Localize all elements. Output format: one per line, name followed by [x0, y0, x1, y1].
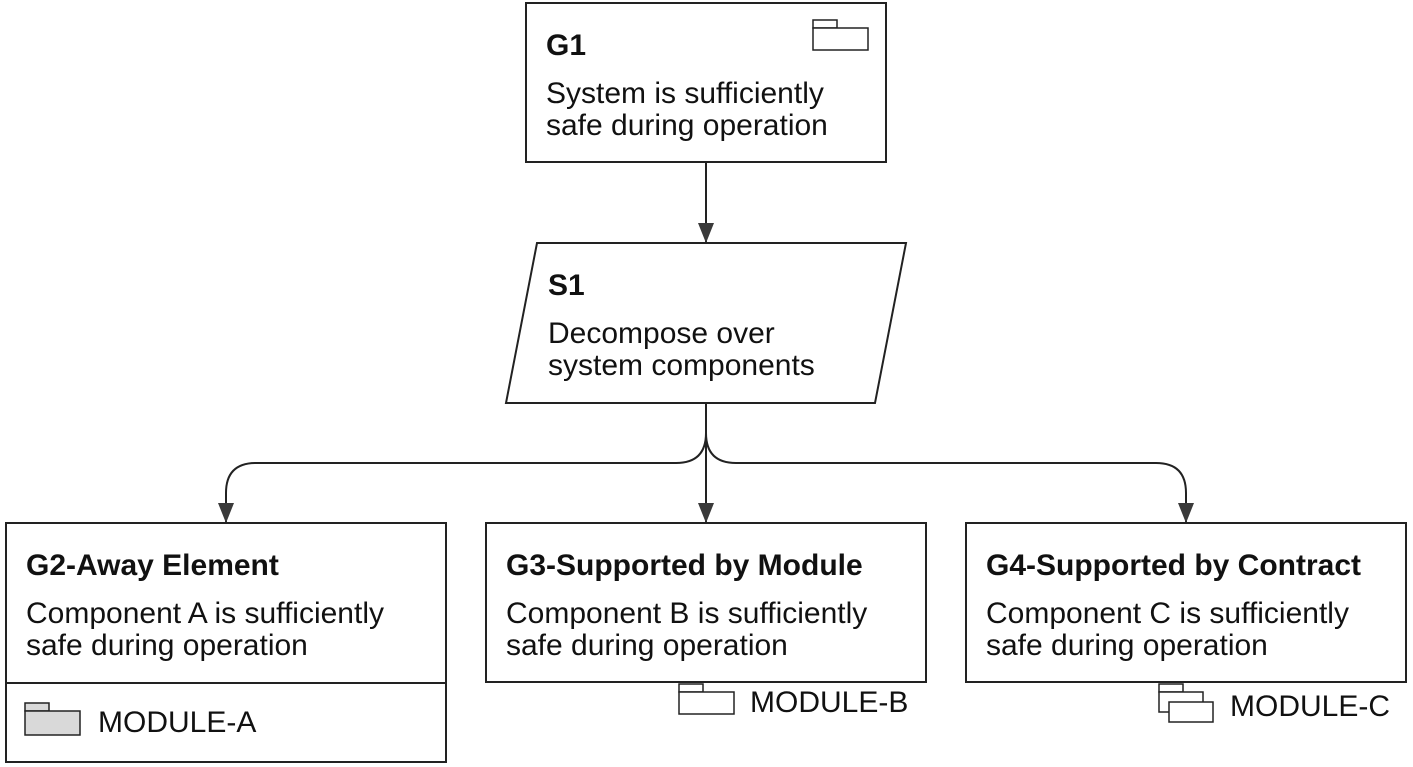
module-c-label: MODULE-C: [1230, 690, 1391, 723]
module-icon: [812, 19, 869, 51]
module-a-label: MODULE-A: [98, 706, 257, 739]
strategy-s1-text-1: Decompose over: [548, 317, 775, 350]
strategy-s1-box: [504, 242, 908, 404]
goal-g4-box: [965, 522, 1407, 683]
module-b-icon: [678, 683, 735, 715]
away-goal-g2-id: G2-Away Element: [26, 549, 279, 582]
goal-g3-text-1: Component B is sufficiently: [506, 597, 868, 630]
goal-g4-text-2: safe during operation: [986, 629, 1268, 662]
goal-g3-box: [485, 522, 927, 683]
goal-g4-id: G4-Supported by Contract: [986, 549, 1362, 582]
connector-s1-g4: [705, 403, 1194, 523]
goal-g3-id: G3-Supported by Module: [506, 549, 863, 582]
connector-s1-g2: [218, 403, 707, 523]
module-a-folder-icon: [24, 702, 81, 736]
away-goal-g2-text-1: Component A is sufficiently: [26, 597, 384, 630]
strategy-s1-id: S1: [548, 269, 585, 302]
module-b-label: MODULE-B: [750, 686, 909, 719]
goal-g1-id: G1: [546, 29, 587, 62]
away-goal-g2-text-2: safe during operation: [26, 629, 308, 662]
goal-g1-text-1: System is sufficiently: [546, 77, 824, 110]
goal-g1-text-2: safe during operation: [546, 109, 828, 142]
strategy-s1-text-2: system components: [548, 349, 815, 382]
goal-g3-text-2: safe during operation: [506, 629, 788, 662]
goal-g4-text-1: Component C is sufficiently: [986, 597, 1349, 630]
contract-c-icon: [1158, 683, 1214, 723]
